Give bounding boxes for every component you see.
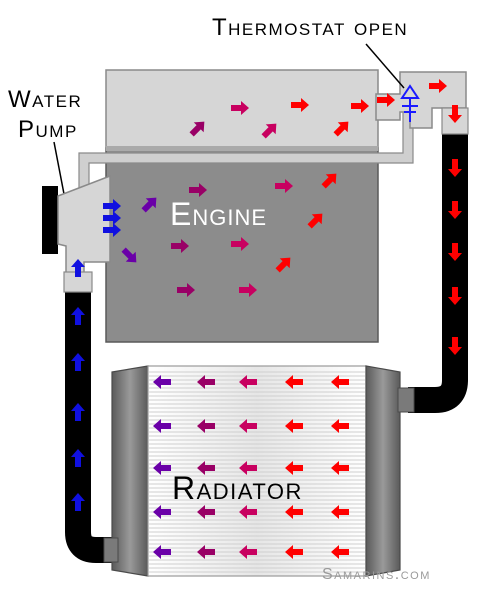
coolant-flow-arrow xyxy=(197,419,215,433)
thermostat-label: Thermostat open xyxy=(212,14,409,41)
lower-radiator-hose xyxy=(65,288,118,563)
radiator-outlet-neck xyxy=(103,537,119,563)
coolant-flow-arrow xyxy=(448,105,462,123)
coolant-flow-arrow xyxy=(321,173,337,189)
coolant-flow-arrow xyxy=(285,545,303,559)
coolant-flow-arrow xyxy=(291,98,309,112)
radiator-fins xyxy=(149,371,365,573)
coolant-flow-arrow xyxy=(197,461,215,475)
credit-watermark: Samarins.com xyxy=(322,566,431,583)
thermostat-pointer-line xyxy=(365,43,405,89)
coolant-flow-arrow xyxy=(171,239,189,253)
coolant-flow-arrow xyxy=(141,197,157,213)
coolant-flow-arrow xyxy=(239,419,257,433)
coolant-flow-arrow xyxy=(331,505,349,519)
water-pump-label-line1: Water xyxy=(8,86,83,113)
coolant-flow-arrow xyxy=(231,101,249,115)
coolant-flow-arrow xyxy=(231,237,249,251)
coolant-flow-arrow xyxy=(331,375,349,389)
coolant-flow-arrow xyxy=(275,179,293,193)
coolant-flow-arrow xyxy=(103,211,121,225)
water-pump-label-line2: Pump xyxy=(18,116,78,143)
coolant-flow-arrow xyxy=(153,375,171,389)
coolant-flow-arrow xyxy=(121,247,137,263)
coolant-flow-arrow xyxy=(448,243,462,261)
coolant-flow-arrow xyxy=(239,375,257,389)
coolant-flow-arrow xyxy=(189,183,207,197)
coolant-flow-arrow xyxy=(448,337,462,355)
bypass-pipe xyxy=(79,110,413,190)
coolant-flow-arrow xyxy=(285,505,303,519)
coolant-flow-arrow xyxy=(448,201,462,219)
coolant-flow-arrow xyxy=(239,283,257,297)
coolant-flow-arrow xyxy=(177,283,195,297)
coolant-flow-arrow xyxy=(429,79,447,93)
coolant-flow-arrow xyxy=(285,375,303,389)
coolant-flow-arrow xyxy=(197,505,215,519)
coolant-flow-arrow xyxy=(153,505,171,519)
coolant-flow-arrow xyxy=(448,287,462,305)
coolant-flow-arrow xyxy=(285,419,303,433)
coolant-flow-arrow xyxy=(103,199,121,213)
head-gasket-line xyxy=(106,146,378,151)
coolant-flow-arrow xyxy=(153,545,171,559)
coolant-flow-arrow xyxy=(197,545,215,559)
radiator-inlet-neck xyxy=(397,387,415,413)
radiator-right-tank xyxy=(365,365,401,577)
water-pump-pointer-line xyxy=(53,141,65,195)
coolant-flow-arrow xyxy=(71,449,85,467)
coolant-flow-arrow xyxy=(197,375,215,389)
coolant-flow-arrow xyxy=(71,493,85,511)
coolant-flow-arrow xyxy=(189,121,205,137)
coolant-flow-arrow xyxy=(261,123,277,139)
upper-radiator-hose xyxy=(408,130,468,413)
thermostat-valve-icon xyxy=(400,84,420,122)
coolant-flow-arrow xyxy=(239,545,257,559)
coolant-flow-arrows xyxy=(71,79,462,559)
pump-pulley xyxy=(42,186,58,254)
coolant-flow-arrow xyxy=(239,461,257,475)
coolant-flow-arrow xyxy=(331,419,349,433)
radiator-label: Radiator xyxy=(172,470,303,506)
coolant-flow-arrow xyxy=(307,213,323,229)
coolant-flow-arrow xyxy=(71,307,85,325)
coolant-flow-arrow xyxy=(71,353,85,371)
coolant-flow-arrow xyxy=(333,121,349,137)
coolant-flow-arrow xyxy=(331,461,349,475)
coolant-flow-arrow xyxy=(71,403,85,421)
coolant-flow-arrow xyxy=(153,419,171,433)
coolant-flow-arrow xyxy=(448,159,462,177)
coolant-flow-arrow xyxy=(275,257,291,273)
engine-label: Engine xyxy=(170,196,268,232)
coolant-flow-arrow xyxy=(239,505,257,519)
coolant-flow-arrow xyxy=(331,545,349,559)
coolant-flow-arrow xyxy=(377,93,395,107)
coolant-flow-arrow xyxy=(285,461,303,475)
coolant-flow-arrow xyxy=(153,461,171,475)
bypass-pipe-outline xyxy=(78,110,414,190)
coolant-flow-arrow xyxy=(351,99,369,113)
coolant-flow-arrow xyxy=(71,259,85,277)
coolant-flow-arrow xyxy=(103,223,121,237)
